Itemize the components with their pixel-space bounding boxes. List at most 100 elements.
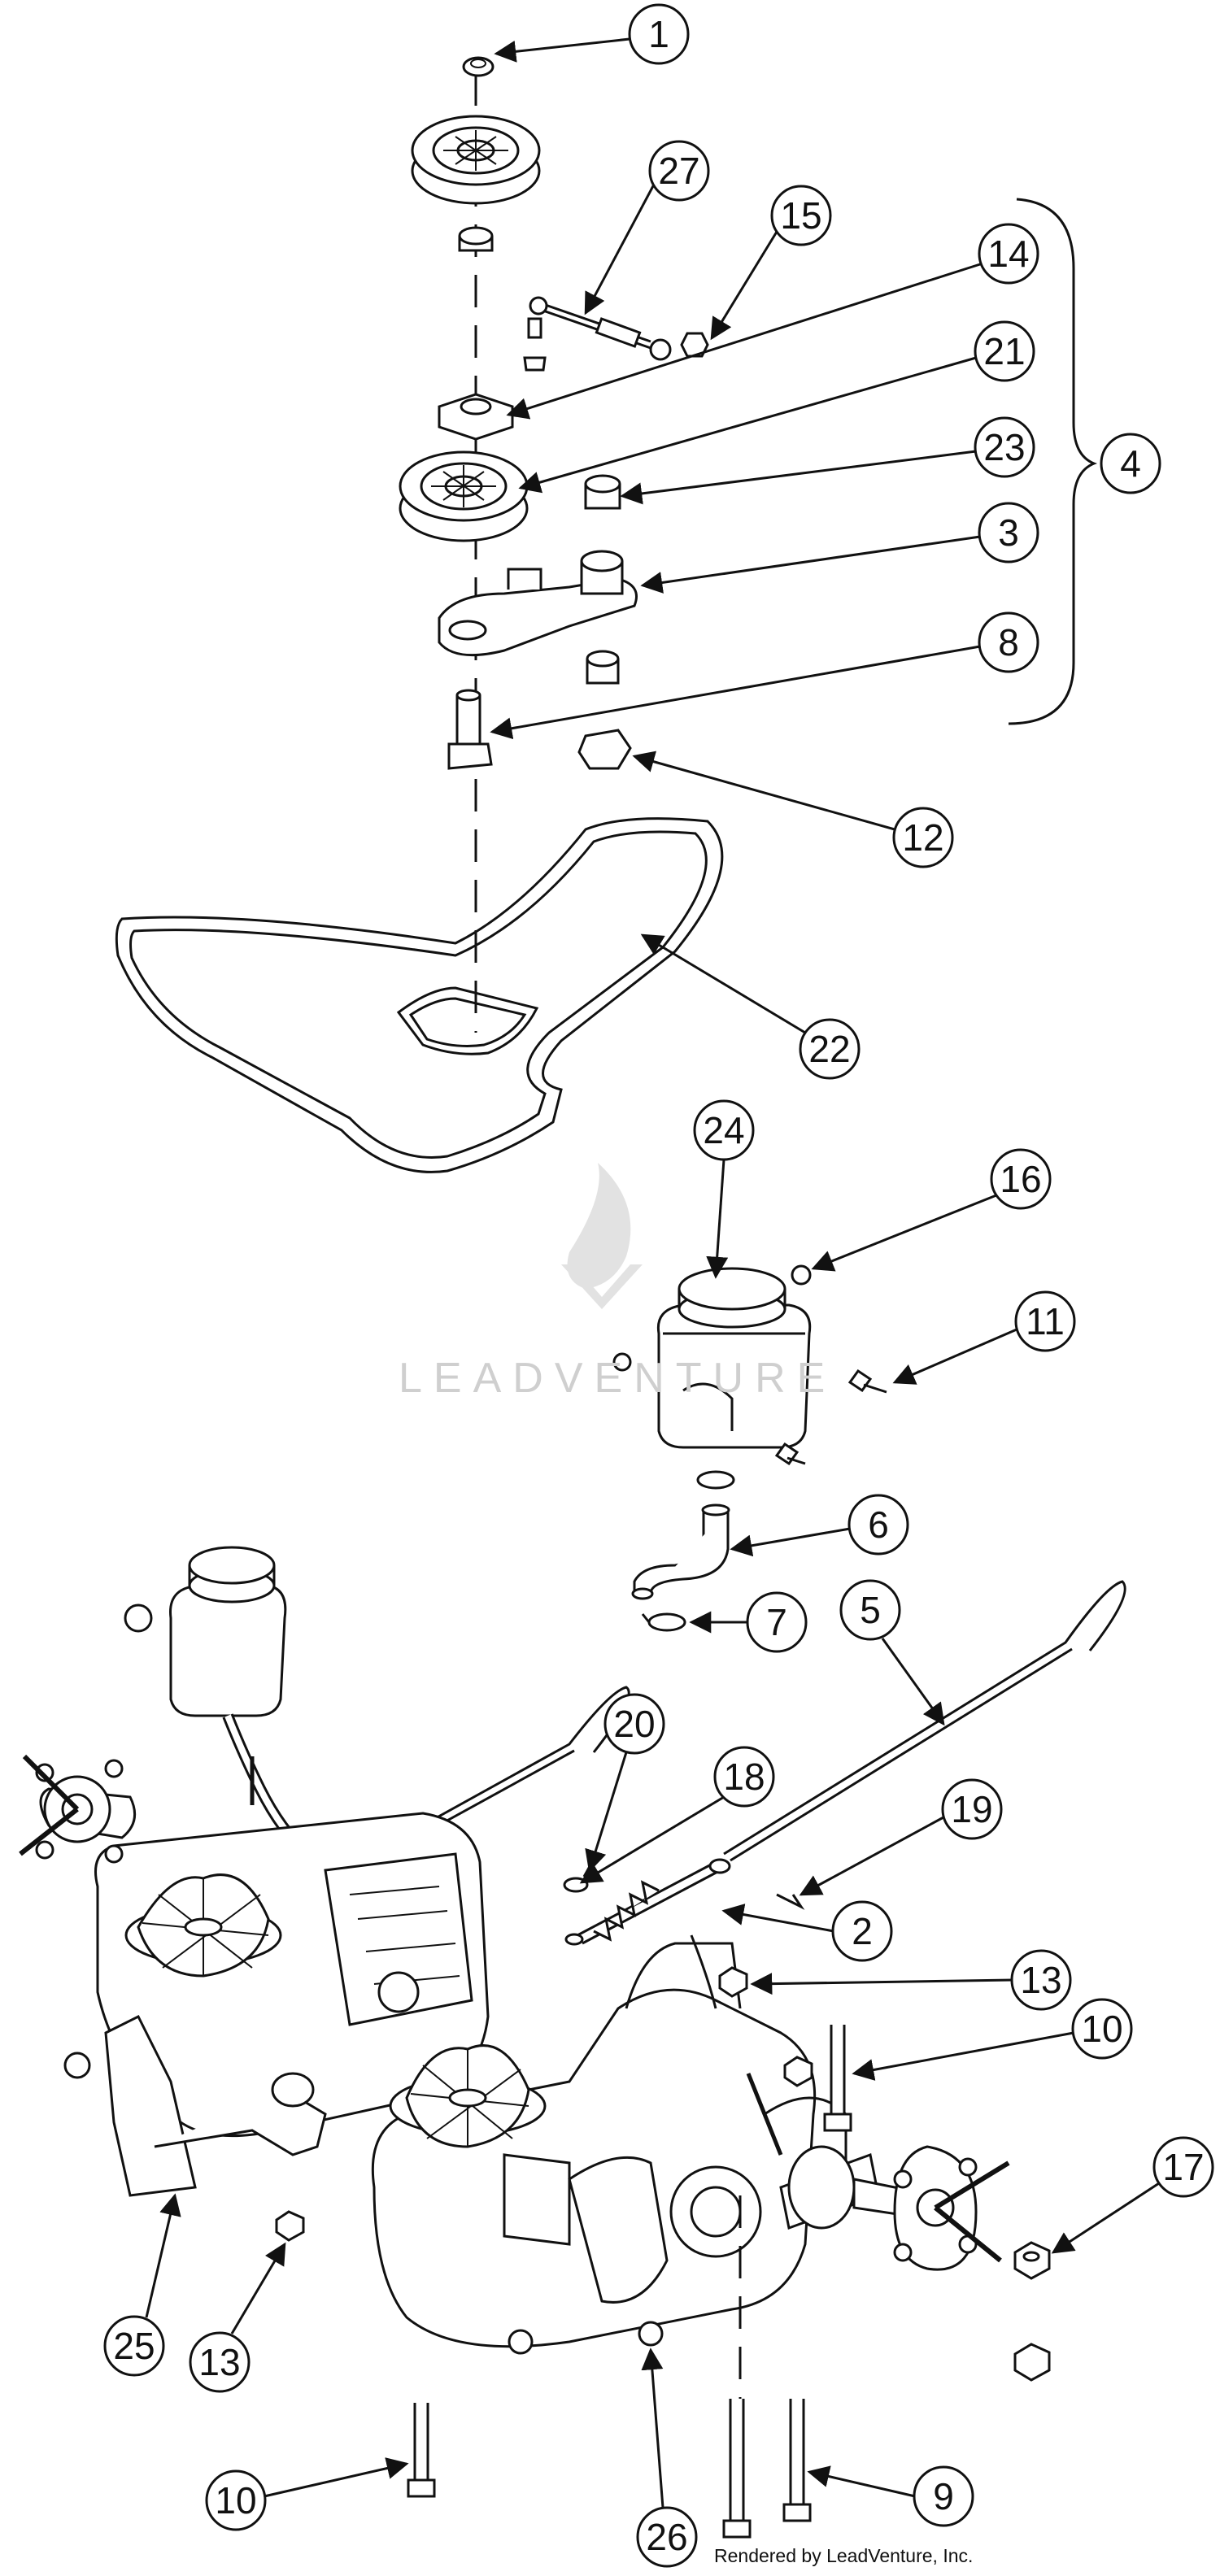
leader-line bbox=[579, 1795, 725, 1884]
leader-line bbox=[518, 356, 977, 494]
callout-circle bbox=[978, 611, 1039, 673]
callout-circle bbox=[205, 2469, 267, 2531]
spring-rod-icon bbox=[564, 1858, 731, 1946]
watermark-text: LEADVENTURE bbox=[399, 1355, 837, 1402]
leader-line bbox=[892, 1328, 1017, 1385]
callout-22: 22 bbox=[640, 933, 861, 1080]
callout-number: 7 bbox=[766, 1601, 787, 1643]
leader-line bbox=[721, 1904, 834, 1933]
lock-nut-icon bbox=[577, 729, 632, 770]
leader-line bbox=[881, 1638, 945, 1726]
callout-number: 16 bbox=[1000, 1158, 1041, 1200]
callout-circle bbox=[1071, 1998, 1133, 2060]
callout-6: 6 bbox=[730, 1494, 909, 1557]
callout-circle bbox=[831, 1900, 893, 1962]
watermark-logo bbox=[561, 1163, 643, 1309]
bushing-lower-icon bbox=[586, 650, 620, 685]
callout-13b: 13 bbox=[189, 2242, 286, 2393]
callout-number: 25 bbox=[113, 2325, 155, 2367]
callout-14: 14 bbox=[506, 223, 1039, 420]
left-transaxle-icon bbox=[19, 1546, 490, 2197]
callout-19: 19 bbox=[799, 1778, 1003, 1896]
idler-arm-icon bbox=[438, 550, 638, 657]
callout-circle bbox=[189, 2331, 251, 2393]
callout-number: 13 bbox=[198, 2341, 240, 2383]
callout-number: 14 bbox=[987, 233, 1029, 275]
leader-line bbox=[852, 2031, 1074, 2081]
callout-number: 3 bbox=[998, 511, 1019, 554]
right-transaxle-icon bbox=[371, 1934, 1010, 2355]
assembly-bracket bbox=[1008, 198, 1098, 725]
leader-line bbox=[811, 1194, 997, 1272]
callout-18: 18 bbox=[579, 1746, 775, 1884]
hose-icon bbox=[631, 1470, 735, 1600]
callout-21: 21 bbox=[518, 320, 1035, 494]
callout-25: 25 bbox=[103, 2193, 181, 2377]
callout-circle bbox=[713, 1746, 775, 1808]
callout-3: 3 bbox=[640, 502, 1039, 594]
callout-number: 20 bbox=[613, 1703, 655, 1745]
callout-4: 4 bbox=[1100, 433, 1161, 494]
callout-15: 15 bbox=[710, 185, 832, 341]
leader-line bbox=[799, 1816, 944, 1896]
callout-10b: 10 bbox=[205, 2457, 409, 2531]
callout-13a: 13 bbox=[750, 1949, 1072, 2011]
bushing-icon bbox=[584, 474, 621, 510]
callout-number: 4 bbox=[1120, 442, 1141, 485]
callout-24: 24 bbox=[693, 1099, 755, 1279]
callout-number: 17 bbox=[1162, 2146, 1204, 2188]
drive-belt-icon bbox=[115, 817, 724, 1173]
callout-23: 23 bbox=[620, 416, 1035, 505]
callout-number: 15 bbox=[780, 194, 821, 237]
leader-line bbox=[1051, 2182, 1160, 2254]
callout-number: 6 bbox=[868, 1503, 889, 1546]
callout-circle bbox=[941, 1778, 1003, 1840]
callout-circle bbox=[974, 416, 1035, 478]
callout-number: 26 bbox=[646, 2516, 687, 2558]
callout-circle bbox=[892, 807, 954, 868]
leader-line bbox=[750, 1973, 1013, 1995]
screw-icon bbox=[774, 1368, 887, 1466]
callout-11: 11 bbox=[892, 1290, 1076, 1385]
washer-icon bbox=[458, 226, 494, 252]
adjuster-rod-icon bbox=[523, 296, 672, 372]
hose-clamp-icon bbox=[641, 1612, 686, 1632]
leader-line bbox=[506, 263, 981, 420]
callout-9: 9 bbox=[807, 2465, 974, 2527]
leader-line bbox=[584, 182, 656, 315]
callout-number: 8 bbox=[998, 621, 1019, 664]
leader-line bbox=[706, 1159, 729, 1279]
bushing-cap-icon bbox=[462, 56, 495, 77]
callout-circle bbox=[913, 2465, 974, 2527]
callout-2: 2 bbox=[721, 1900, 893, 1962]
small-nut-icon bbox=[612, 1264, 812, 1372]
callout-5: 5 bbox=[839, 1579, 945, 1726]
callout-circle bbox=[799, 1018, 861, 1080]
callout-circle bbox=[1152, 2136, 1214, 2198]
nut-13-icon bbox=[275, 1966, 813, 2242]
callout-number: 10 bbox=[215, 2479, 256, 2522]
callout-1: 1 bbox=[494, 3, 690, 65]
callout-20: 20 bbox=[585, 1693, 665, 1873]
callout-circle bbox=[636, 2506, 698, 2568]
callout-circle bbox=[1014, 1290, 1076, 1352]
callout-10a: 10 bbox=[852, 1998, 1133, 2081]
callout-7: 7 bbox=[689, 1591, 808, 1653]
leader-line bbox=[632, 751, 895, 831]
callout-circle bbox=[1010, 1949, 1072, 2011]
callout-number: 27 bbox=[658, 150, 699, 192]
leader-line bbox=[730, 1527, 851, 1557]
callout-number: 12 bbox=[902, 816, 943, 859]
callout-circle bbox=[628, 3, 690, 65]
leader-line bbox=[264, 2457, 409, 2498]
callout-8: 8 bbox=[490, 611, 1039, 740]
leader-line bbox=[710, 231, 778, 341]
bolt-icon bbox=[407, 2025, 852, 2539]
leader-line bbox=[230, 2242, 286, 2334]
callout-circle bbox=[1100, 433, 1161, 494]
callout-27: 27 bbox=[584, 140, 710, 315]
hex-nut-icon bbox=[438, 393, 514, 441]
leader-line bbox=[490, 645, 981, 740]
callout-26: 26 bbox=[636, 2348, 698, 2568]
